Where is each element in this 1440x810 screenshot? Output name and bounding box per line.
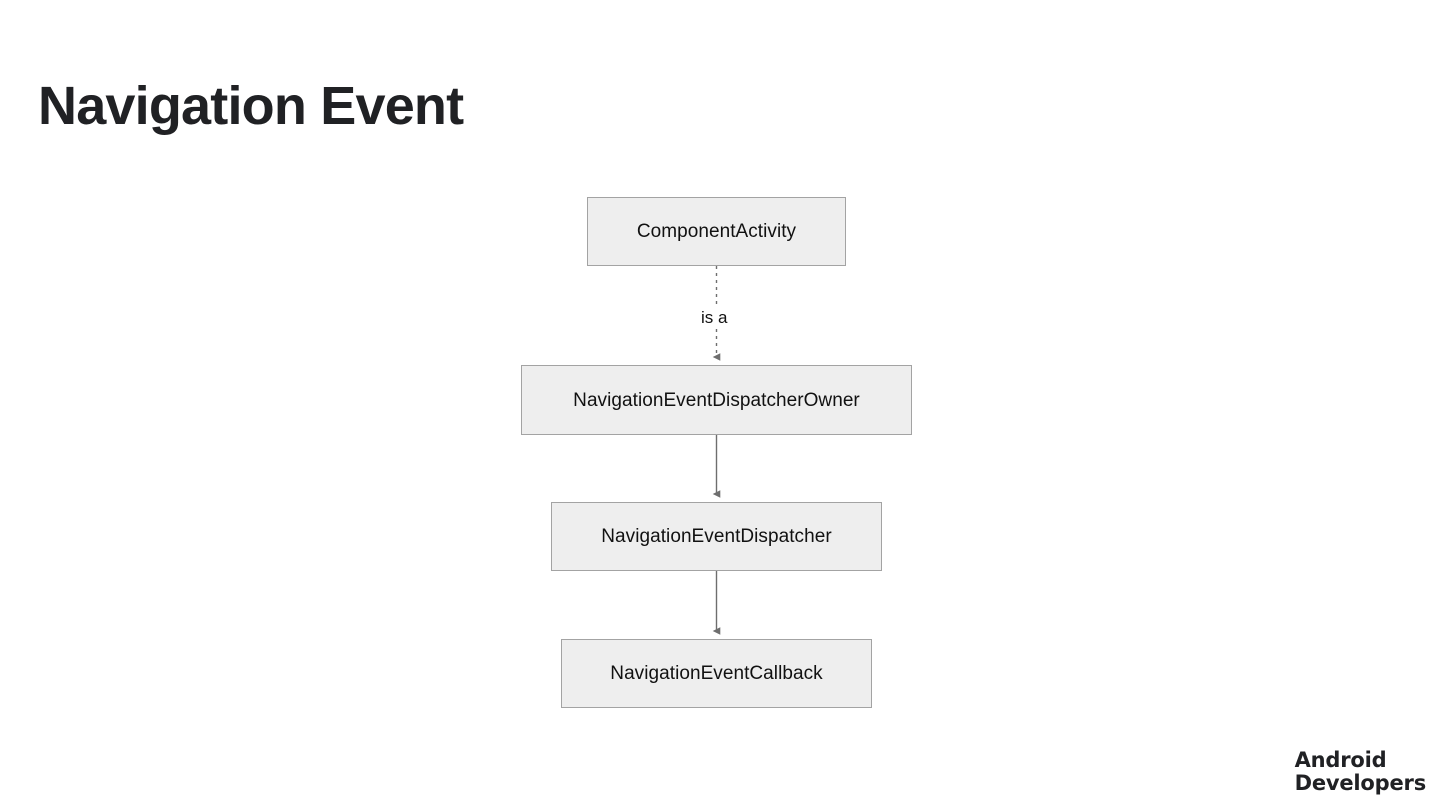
diagram-node-navigation-event-dispatcher-owner[interactable]: NavigationEventDispatcherOwner (521, 365, 912, 435)
android-developers-logo: Android Developers (1294, 747, 1427, 796)
edge-label-is-a: is a (695, 306, 734, 329)
diagram-node-label: NavigationEventDispatcher (601, 526, 832, 547)
diagram-node-label: NavigationEventCallback (610, 663, 823, 684)
diagram-node-component-activity[interactable]: ComponentActivity (587, 197, 846, 266)
page-title: Navigation Event (38, 76, 464, 136)
brand-line-developers: Developers (1294, 771, 1427, 796)
diagram-node-navigation-event-callback[interactable]: NavigationEventCallback (561, 639, 872, 708)
diagram-node-navigation-event-dispatcher[interactable]: NavigationEventDispatcher (551, 502, 882, 571)
diagram-node-label: ComponentActivity (636, 221, 797, 242)
diagram-node-label: NavigationEventDispatcherOwner (573, 389, 860, 411)
brand-line-android: Android (1294, 747, 1387, 772)
